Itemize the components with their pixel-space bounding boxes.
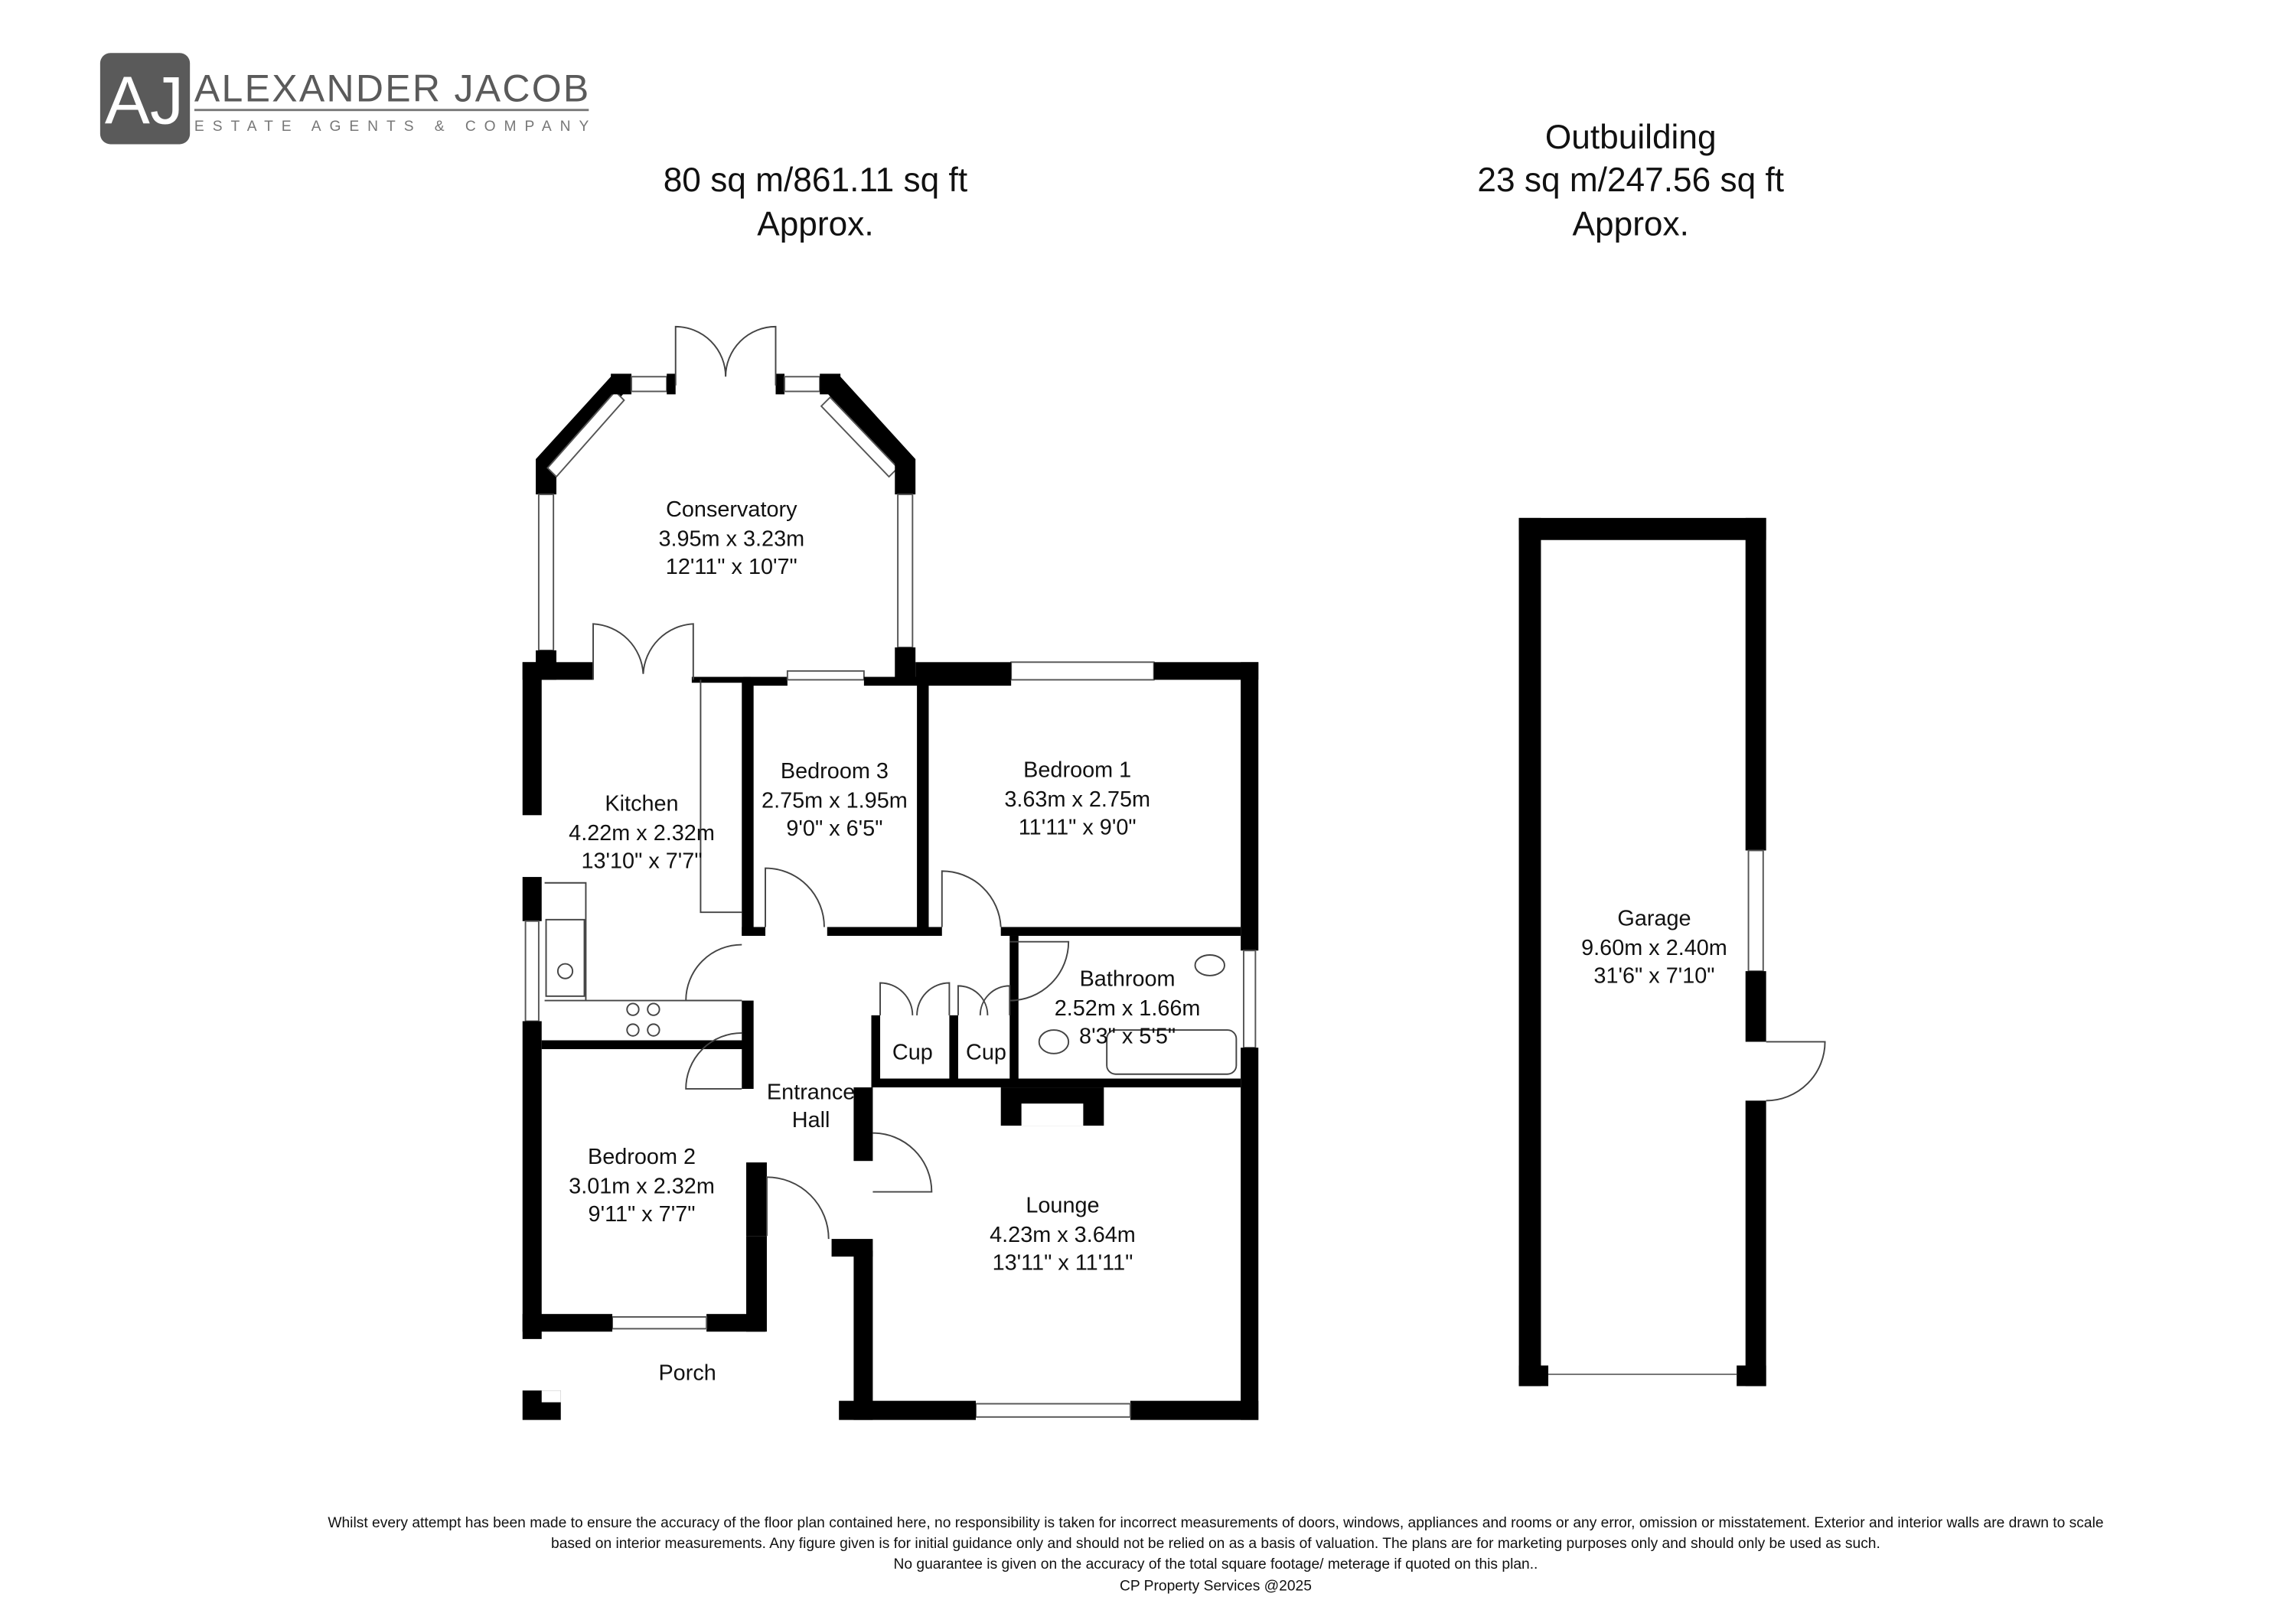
room-lounge: Lounge 4.23m x 3.64m 13'11" x 11'11" xyxy=(990,1194,1136,1276)
main-floor-area: 80 sq m/861.11 sq ft xyxy=(664,161,967,199)
svg-text:2.75m x 1.95m: 2.75m x 1.95m xyxy=(762,789,908,813)
svg-text:based on interior measurements: based on interior measurements. Any figu… xyxy=(551,1536,1880,1552)
svg-text:13'10" x 7'7": 13'10" x 7'7" xyxy=(581,849,702,874)
svg-text:Conservatory: Conservatory xyxy=(666,497,797,522)
room-porch: Porch xyxy=(658,1361,716,1386)
svg-text:8'3" x 5'5": 8'3" x 5'5" xyxy=(1079,1024,1176,1048)
svg-text:Entrance: Entrance xyxy=(767,1080,855,1104)
svg-text:CP Property Services @2025: CP Property Services @2025 xyxy=(1120,1579,1312,1595)
room-cupboard-2: Cup xyxy=(966,1041,1006,1065)
svg-text:ESTATE AGENTS & COMPANY: ESTATE AGENTS & COMPANY xyxy=(194,119,589,135)
svg-text:Kitchen: Kitchen xyxy=(605,792,678,816)
svg-text:12'11" x 10'7": 12'11" x 10'7" xyxy=(666,555,797,579)
room-bedroom-1: Bedroom 1 3.63m x 2.75m 11'11" x 9'0" xyxy=(1004,758,1150,839)
svg-text:9.60m x 2.40m: 9.60m x 2.40m xyxy=(1581,936,1727,960)
interior-walls xyxy=(541,623,1241,1240)
svg-text:Bedroom 2: Bedroom 2 xyxy=(588,1145,696,1169)
svg-text:Bedroom 1: Bedroom 1 xyxy=(1023,758,1131,782)
svg-text:4.22m x 2.32m: 4.22m x 2.32m xyxy=(569,821,715,846)
room-conservatory: Conservatory 3.95m x 3.23m 12'11" x 10'7… xyxy=(658,497,804,579)
svg-text:No guarantee is given on the a: No guarantee is given on the accuracy of… xyxy=(894,1556,1538,1572)
conservatory-walls xyxy=(536,325,916,680)
svg-text:Whilst every attempt has been: Whilst every attempt has been made to en… xyxy=(328,1515,2103,1531)
room-entrance-hall: Entrance Hall xyxy=(767,1080,855,1133)
room-garage: Garage 9.60m x 2.40m 31'6" x 7'10" xyxy=(1581,907,1727,989)
svg-text:Bedroom 3: Bedroom 3 xyxy=(781,759,889,784)
svg-text:3.63m x 2.75m: 3.63m x 2.75m xyxy=(1004,787,1150,812)
room-kitchen: Kitchen 4.22m x 2.32m 13'10" x 7'7" xyxy=(569,792,715,874)
svg-text:ALEXANDER JACOB: ALEXANDER JACOB xyxy=(194,67,589,110)
garage-walls xyxy=(1518,517,1826,1387)
svg-text:13'11" x 11'11": 13'11" x 11'11" xyxy=(993,1250,1133,1275)
svg-text:Garage: Garage xyxy=(1617,907,1691,931)
svg-text:11'11" x 9'0": 11'11" x 9'0" xyxy=(1019,815,1137,839)
svg-text:3.01m x 2.32m: 3.01m x 2.32m xyxy=(569,1175,715,1199)
svg-text:9'0" x 6'5": 9'0" x 6'5" xyxy=(786,816,882,841)
svg-text:Bathroom: Bathroom xyxy=(1080,966,1176,991)
company-logo: AJ ALEXANDER JACOB ESTATE AGENTS & COMPA… xyxy=(99,53,589,145)
svg-text:2.52m x 1.66m: 2.52m x 1.66m xyxy=(1055,996,1201,1021)
main-floor-approx: Approx. xyxy=(757,206,873,243)
svg-text:3.95m x 3.23m: 3.95m x 3.23m xyxy=(658,526,804,551)
svg-text:AJ: AJ xyxy=(105,63,184,139)
svg-text:Hall: Hall xyxy=(792,1108,830,1133)
main-walls xyxy=(522,661,1259,1420)
room-bathroom: Bathroom 2.52m x 1.66m 8'3" x 5'5" xyxy=(1055,966,1201,1048)
svg-text:4.23m x 3.64m: 4.23m x 3.64m xyxy=(990,1223,1136,1247)
svg-text:Lounge: Lounge xyxy=(1026,1194,1099,1218)
room-bedroom-2: Bedroom 2 3.01m x 2.32m 9'11" x 7'7" xyxy=(569,1145,715,1227)
outbuilding-title: Outbuilding xyxy=(1545,119,1717,156)
disclaimer: Whilst every attempt has been made to en… xyxy=(328,1515,2103,1595)
svg-text:9'11" x 7'7": 9'11" x 7'7" xyxy=(589,1202,696,1227)
svg-text:31'6" x 7'10": 31'6" x 7'10" xyxy=(1593,964,1714,989)
outbuilding-approx: Approx. xyxy=(1573,206,1689,243)
room-cupboard-1: Cup xyxy=(892,1041,933,1065)
room-bedroom-3: Bedroom 3 2.75m x 1.95m 9'0" x 6'5" xyxy=(762,759,908,841)
outbuilding-area: 23 sq m/247.56 sq ft xyxy=(1477,161,1784,199)
